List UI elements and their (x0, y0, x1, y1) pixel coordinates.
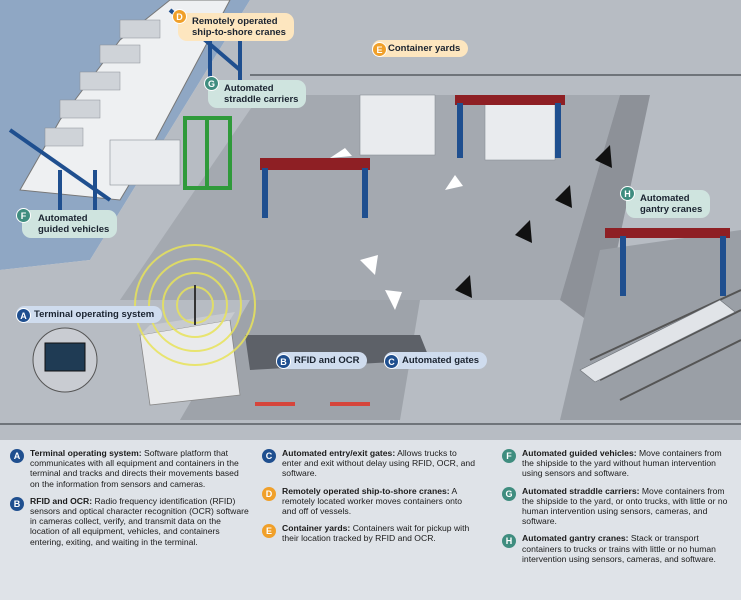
legend-title-e: Container yards: (282, 523, 351, 534)
legend-badge-g: G (502, 486, 516, 501)
legend-item-a: A Terminal operating system: Software pl… (10, 448, 250, 489)
port-terminal-illustration (0, 0, 741, 440)
legend-item-b: B RFID and OCR: Radio frequency identifi… (10, 496, 250, 547)
legend-text-d: A remotely located worker moves containe… (282, 485, 463, 517)
ship-containers (44, 19, 161, 147)
legend-text-e: Containers wait for pickup with their lo… (282, 523, 470, 544)
callout-c: Automated gates C (384, 352, 488, 369)
legend-badge-b: B (10, 496, 24, 511)
badge-g: G (204, 76, 219, 91)
legend-badge-c: C (262, 449, 276, 463)
legend-badge-d: D (262, 486, 276, 501)
callout-b: RFID and OCR B (276, 352, 368, 369)
legend-item-d: D Remotely operated ship-to-shore cranes… (262, 486, 477, 517)
yard-arrows (330, 148, 463, 310)
badge-f: F (16, 208, 31, 223)
callout-a: Terminal operating system A (16, 306, 163, 323)
legend-title-a: Terminal operating system: (30, 448, 142, 458)
legend-title-c: Automated entry/exit gates: (282, 448, 396, 458)
gate-barrier-left (255, 402, 295, 406)
legend-title-g: Automated straddle carriers: (522, 485, 640, 496)
legend-text-g: Move containers from the shipside to the… (522, 485, 728, 527)
legend-item-h: H Automated gantry cranes: Stack or tran… (502, 533, 732, 564)
legend-item-g: G Automated straddle carriers: Move cont… (502, 486, 732, 527)
legend-title-h: Automated gantry cranes: (522, 533, 629, 544)
rail-gantry-crane (605, 228, 730, 296)
legend-badge-f: F (502, 449, 516, 463)
legend-item-c: C Automated entry/exit gates: Allows tru… (262, 448, 477, 479)
badge-h: H (620, 186, 635, 201)
badge-c: C (384, 354, 399, 369)
legend-text-h: Stack or transport containers to trucks … (522, 533, 716, 564)
traffic-arrows (455, 145, 612, 298)
legend-badge-a: A (10, 449, 24, 463)
legend-column-3: F Automated guided vehicles: Move contai… (502, 448, 732, 571)
yard-gantry-2 (455, 95, 565, 158)
legend-badge-h: H (502, 534, 516, 549)
legend-text-a: Software platform that communicates with… (30, 448, 239, 489)
legend-badge-e: E (262, 524, 276, 539)
legend-text-c: Allows trucks to enter and exit without … (282, 448, 475, 479)
legend-item-e: E Container yards: Containers wait for p… (262, 523, 477, 543)
badge-d: D (172, 9, 187, 24)
legend-text-f: Move containers from the shipside to the… (522, 448, 722, 479)
legend-text-b: Radio frequency identification (RFID) se… (30, 495, 249, 547)
legend: A Terminal operating system: Software pl… (0, 440, 741, 600)
train (579, 299, 736, 383)
legend-title-d: Remotely operated ship-to-shore cranes: (282, 485, 450, 496)
legend-item-f: F Automated guided vehicles: Move contai… (502, 448, 732, 479)
exit-road (560, 95, 650, 330)
badge-a: A (16, 308, 31, 323)
legend-column-1: A Terminal operating system: Software pl… (10, 448, 250, 554)
legend-title-f: Automated guided vehicles: (522, 448, 637, 458)
terminal-building (139, 312, 241, 406)
straddle-carrier (183, 116, 232, 190)
legend-column-2: C Automated entry/exit gates: Allows tru… (262, 448, 477, 551)
container-stacks (109, 94, 556, 186)
control-room-inset (32, 327, 98, 393)
badge-b: B (276, 354, 291, 369)
legend-title-b: RFID and OCR: (30, 495, 93, 506)
callout-e: Container yards E (372, 40, 469, 57)
badge-e: E (372, 42, 387, 57)
yard-gantry (260, 158, 370, 218)
gate-barrier-right (330, 402, 370, 406)
